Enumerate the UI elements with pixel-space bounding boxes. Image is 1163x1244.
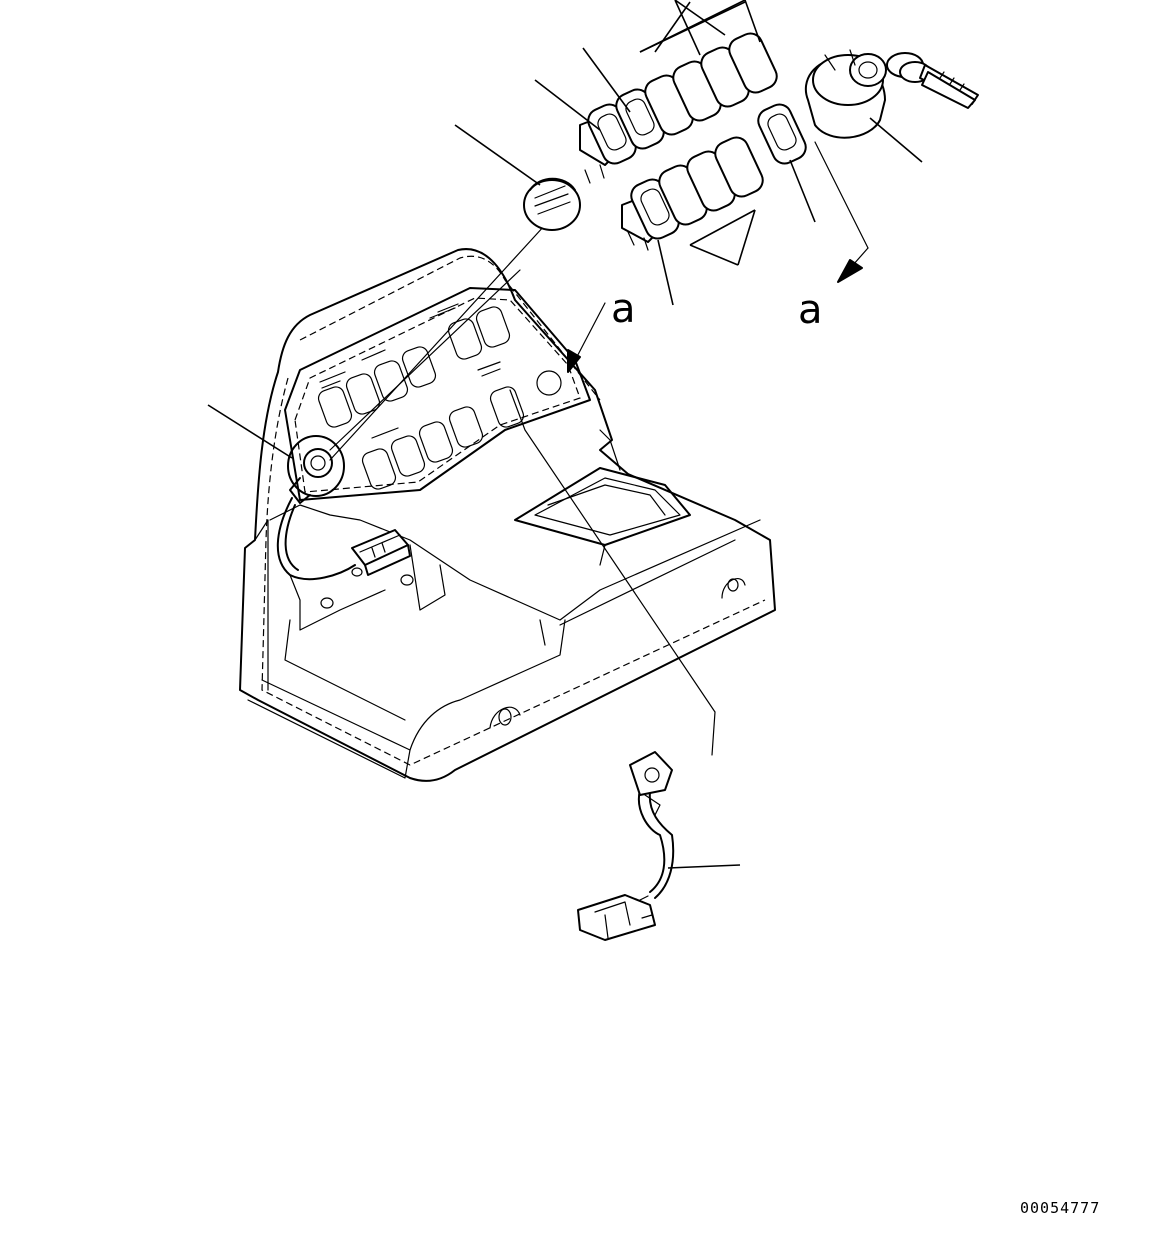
- rotary-knob: [523, 177, 581, 231]
- part-number: 00054777: [1020, 1199, 1100, 1217]
- callout-a-panel: a: [611, 286, 636, 332]
- switch-panel: [284, 287, 591, 501]
- mounted-key-switch: [287, 435, 345, 504]
- console-body: [239, 248, 776, 782]
- switch-slots: [317, 306, 562, 490]
- rocker-switch-lower-row: [621, 103, 807, 251]
- lever-recess: [514, 467, 691, 566]
- console-wire-harness: [276, 497, 411, 581]
- callout-leaders: [207, 0, 923, 869]
- key-switch-assembly: [804, 49, 979, 139]
- callout-a-key-switch: a: [798, 287, 823, 333]
- guide-lines: [329, 141, 869, 756]
- loose-harness: [577, 751, 675, 941]
- rocker-switch-upper-row: [579, 32, 778, 184]
